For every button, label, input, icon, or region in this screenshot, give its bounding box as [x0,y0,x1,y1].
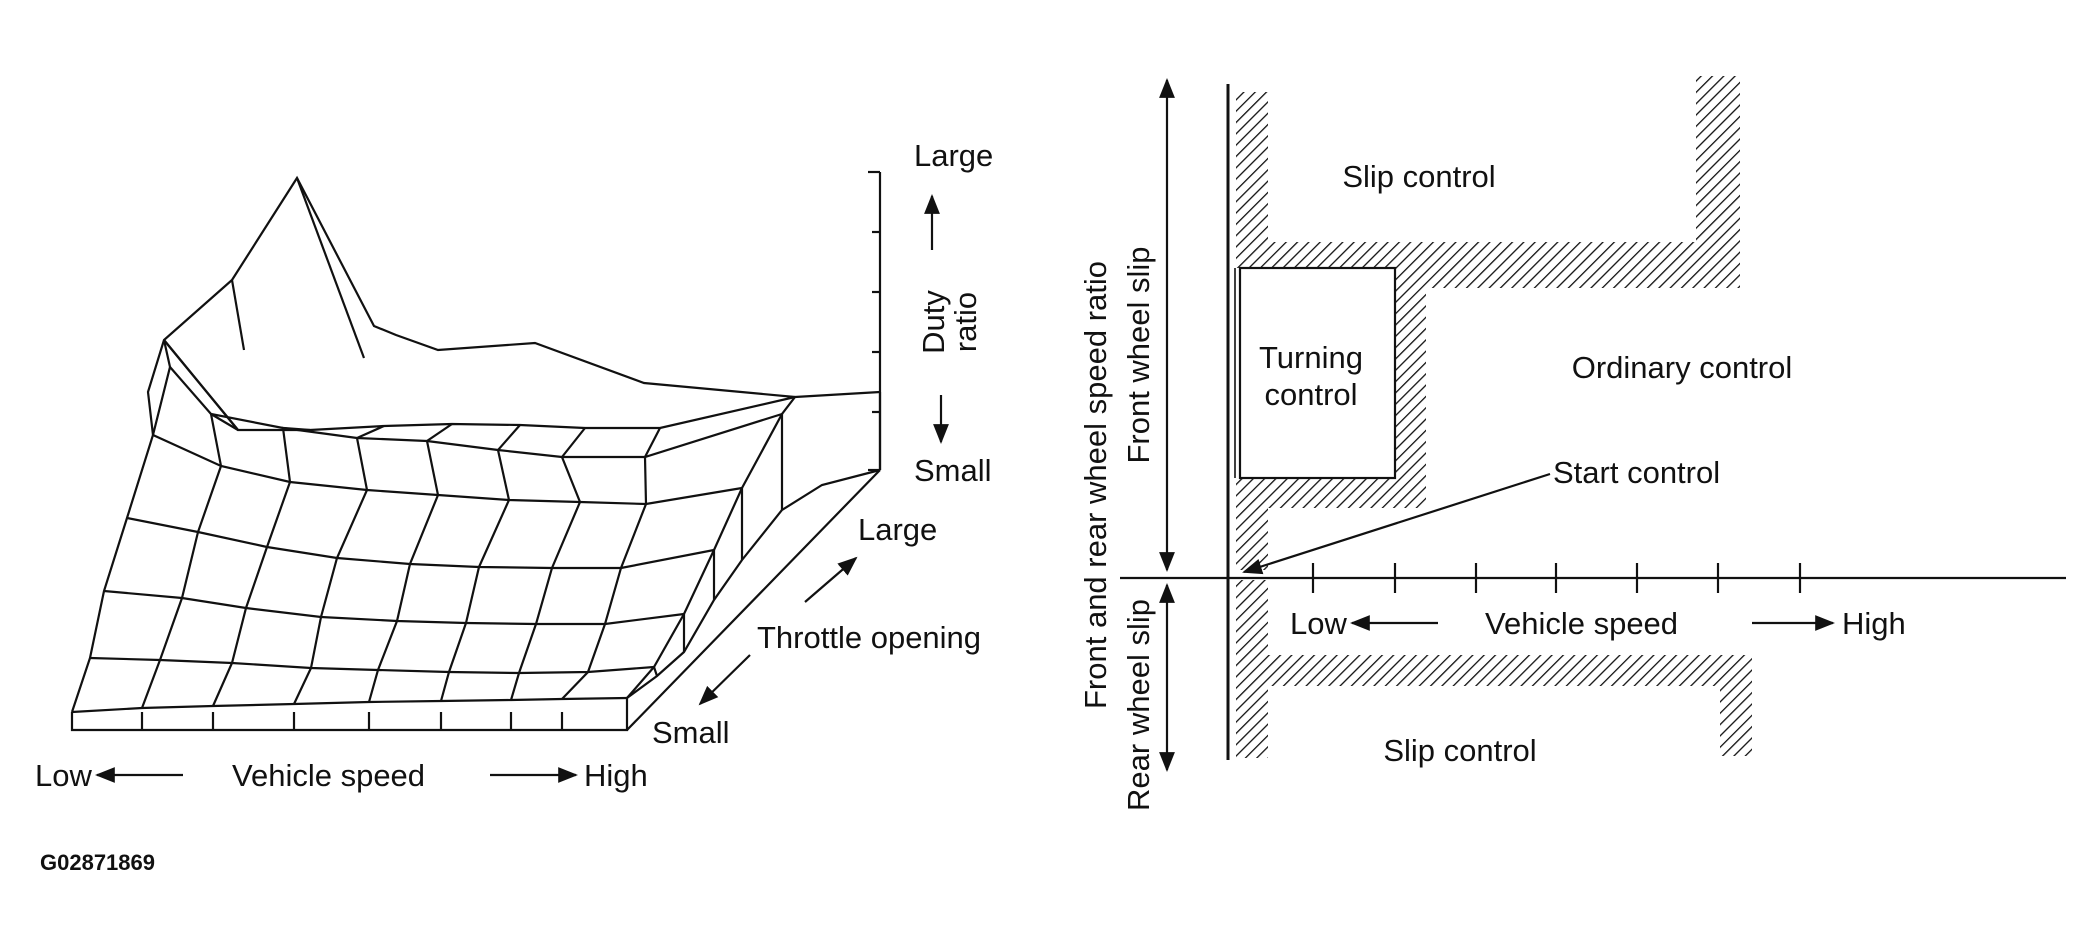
start-control-label: Start control [1553,455,1720,490]
throttle-axis-label: Throttle opening [757,620,981,655]
wheel-speed-ratio-label: Front and rear wheel speed ratio [1078,261,1113,709]
mesh-throttle-line-3 [293,424,385,705]
duty-axis-label-line2: ratio [948,292,983,352]
mesh-top-back-edge [794,390,881,399]
mesh-throttle-line-1 [140,411,239,709]
mesh-base-side [626,469,881,731]
duty-axis-large-label: Large [914,138,993,173]
mesh-speed-line-5 [169,366,783,459]
mesh-ridge-drop-3 [163,339,239,431]
left-speed-low-label: Low [35,758,92,793]
slip-control-bottom-label: Slip control [1383,733,1536,768]
mesh-speed-line-0 [71,696,628,714]
mesh-speed-line-2 [103,589,685,626]
turning-control-label-line2: control [1264,377,1357,412]
mesh-ridge-drop-1 [230,279,246,351]
throttle-down-arrow [698,654,751,706]
left-vehicle-speed-axis: Low Vehicle speed High [35,758,648,793]
left-speed-high-label: High [584,758,648,793]
right-speed-axis-ticks [1311,563,1802,593]
figure-code: G02871869 [40,850,155,875]
turning-control-label-line1: Turning [1259,340,1363,375]
throttle-axis-large-label: Large [858,512,937,547]
mesh-ridge-drop-2 [295,177,366,359]
mesh-wall-v-5 [652,666,659,677]
mesh-base-front [70,698,629,732]
slip-control-lower-boundary [1236,580,1752,758]
start-control-leader [1242,472,1551,575]
mesh-throttle-line-0 [70,339,172,713]
mesh-speed-line-6 [163,339,796,432]
throttle-axis-small-label: Small [652,715,730,750]
turning-control-box [1238,266,1397,480]
right-speed-axis-label: Vehicle speed [1485,606,1678,641]
mesh-throttle-line-2 [211,426,311,707]
mesh-throttle-line-5 [439,424,521,702]
duty-axis-label-line1: Duty [916,290,951,354]
slip-control-top-label: Slip control [1342,159,1495,194]
duty-axis-small-label: Small [914,453,992,488]
rear-wheel-slip-label: Rear wheel slip [1121,599,1156,811]
mesh-throttle-line-6 [509,427,586,701]
throttle-opening-axis: Large Throttle opening Small [652,512,981,750]
mesh-speed-line-4 [152,433,743,506]
right-speed-low-label: Low [1290,606,1347,641]
mesh-throttle-line-4 [367,423,453,703]
duty-ratio-3d-map: Large Small Duty ratio Large Throttle op… [35,138,993,793]
duty-ratio-axis: Large Small Duty ratio [868,138,993,488]
mesh-speed-line-3 [126,516,715,570]
ordinary-control-label: Ordinary control [1572,350,1793,385]
left-speed-axis-label: Vehicle speed [232,758,425,793]
control-region-map: Slip control Turning control Ordinary co… [1078,76,2066,811]
right-speed-high-label: High [1842,606,1906,641]
throttle-up-arrow [804,556,858,603]
mesh-throttle-line-7 [561,427,661,700]
mesh-ridge-line [146,175,796,436]
mesh-side-edge [626,468,881,699]
mesh-speed-line-1 [89,656,655,675]
front-wheel-slip-label: Front wheel slip [1121,246,1156,463]
